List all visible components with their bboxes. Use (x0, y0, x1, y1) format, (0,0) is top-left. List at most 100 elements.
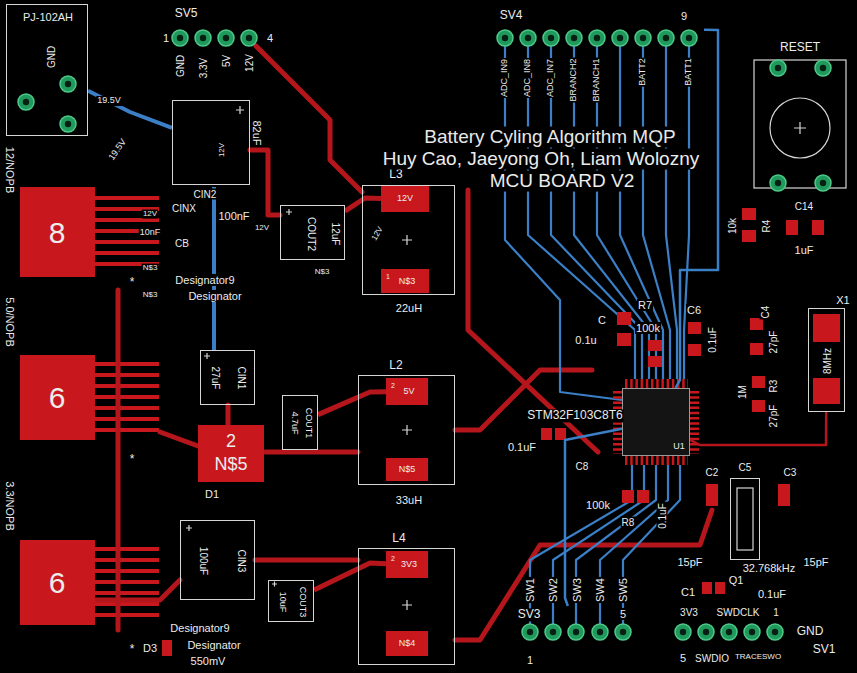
inductor-outline: L423V3N$4 (358, 548, 455, 665)
silkscreen-label: Designator (187, 290, 242, 302)
silkscreen-label: BATT2 (638, 57, 648, 86)
header-pad (770, 175, 786, 191)
smd-pad (688, 344, 701, 356)
header-pad (543, 30, 559, 46)
silkscreen-label: R8 (621, 517, 636, 528)
silkscreen-label: SW1 (524, 577, 536, 603)
silkscreen-label: GND (175, 54, 186, 78)
component-label: 12uF (330, 222, 341, 247)
smd-pad (541, 428, 552, 440)
silkscreen (754, 60, 846, 188)
inductor-pad: N$4 (386, 631, 428, 656)
silkscreen-label: SW4 (594, 577, 606, 603)
diode-pad: 2N$5 (198, 425, 264, 482)
header-pad (172, 30, 188, 46)
silkscreen-label: * (129, 643, 136, 656)
smd-pad (637, 490, 649, 503)
silkscreen-label: C5 (738, 462, 753, 473)
capacitor-outline: 100uF CIN3 (180, 520, 255, 600)
header-pad (497, 30, 513, 46)
component-label: L2 (388, 359, 403, 372)
pin-header: SV5 (168, 4, 264, 50)
header-pad (675, 624, 691, 640)
copper-trace (250, 150, 280, 215)
copper-trace (95, 580, 180, 600)
silkscreen-label: 1uF (794, 244, 815, 256)
smd-pad (688, 322, 701, 334)
board-title: Battery Cyling Algorithm MQP (423, 127, 676, 148)
silkscreen-label: Huy Cao, Jaeyong Oh, Liam Wolozny (382, 149, 700, 170)
silkscreen-label: SW5 (617, 577, 629, 603)
silkscreen-label: 0.1uF (707, 326, 718, 354)
ic-pin (618, 384, 695, 461)
component-label: 2 (225, 432, 237, 452)
silkscreen-label: * (129, 276, 136, 289)
component-label: 1 (385, 273, 391, 281)
header-pad (520, 30, 536, 46)
silkscreen-label: BATT1 (684, 57, 694, 86)
component-label: SV1 (812, 643, 837, 656)
regulator-pad: 8 (20, 187, 95, 277)
silkscreen-label: 100k (635, 322, 661, 334)
silkscreen-label: 5V (221, 54, 232, 68)
silkscreen-label: GND (796, 625, 825, 638)
silkscreen-label: 12V (244, 53, 255, 73)
silkscreen-label: SWDIO (694, 653, 730, 664)
silkscreen-label: CINX (171, 203, 197, 214)
silkscreen-label: 10nF (139, 228, 162, 238)
silkscreen-label: C3 (783, 467, 798, 478)
silkscreen-label: 12V (370, 225, 386, 243)
header-pad (592, 624, 608, 640)
smd-pad (742, 230, 756, 242)
silkscreen (186, 525, 192, 531)
silkscreen-label: SWDCLK (716, 607, 761, 618)
smd-pad (617, 333, 631, 346)
silkscreen-label: C2 (705, 467, 720, 478)
silkscreen-label: C4 (760, 305, 771, 320)
pin-header: SV3 (515, 606, 635, 646)
smd-pad (706, 484, 718, 506)
trace-connector (345, 198, 381, 211)
smd-pad (648, 340, 662, 351)
capacitor-outline: COUT212uF (280, 205, 345, 260)
signal-trace (212, 187, 216, 350)
component-label: 10uF (277, 591, 287, 614)
silkscreen-label: 3.3/NOPB (4, 480, 16, 532)
component-label: 27uF (210, 366, 221, 391)
component-label: L3 (388, 168, 403, 181)
component-label: 8 (48, 216, 67, 249)
copper-trace (265, 450, 358, 455)
silkscreen-label: 0.1uF (507, 441, 537, 453)
silkscreen-label: ADC_IN8 (523, 58, 533, 98)
copper-trace (95, 46, 712, 640)
dc-jack: PJ-102AHGND (6, 4, 88, 136)
component-label: 100uF (198, 546, 209, 576)
silkscreen (204, 353, 210, 359)
inductor-outline: L233uH25VN$5 (358, 375, 455, 485)
header-pad (522, 624, 538, 640)
component-label: CIN3 (236, 549, 247, 574)
silkscreen-label: 12V (254, 224, 270, 233)
header-pad (615, 624, 631, 640)
silkscreen-label: 100k (585, 499, 611, 511)
smd-pad (813, 378, 840, 404)
crystal-outline: 32.768kHzQ1 (730, 478, 760, 560)
capacitor-outline: 82uF (172, 100, 250, 185)
silkscreen-label: * (129, 453, 136, 466)
smd-pad (617, 312, 631, 325)
component-label: U1 (672, 442, 686, 452)
silkscreen-label: 550mV (190, 655, 227, 667)
component-label: SV3 (517, 608, 542, 621)
smd-pad (702, 582, 712, 594)
component-label: CIN1 (236, 366, 247, 391)
header-pad (566, 30, 582, 46)
silkscreen-label: 5 (619, 608, 627, 620)
silkscreen-label: MCU BOARD V2 (489, 171, 636, 192)
component-label: X1 (835, 294, 850, 306)
smd-pad (742, 208, 756, 220)
smd-pad (750, 343, 763, 355)
silkscreen-label: R7 (637, 299, 653, 311)
silkscreen (186, 60, 846, 610)
copper-trace (226, 405, 231, 425)
silkscreen-label: 12V (218, 142, 227, 158)
